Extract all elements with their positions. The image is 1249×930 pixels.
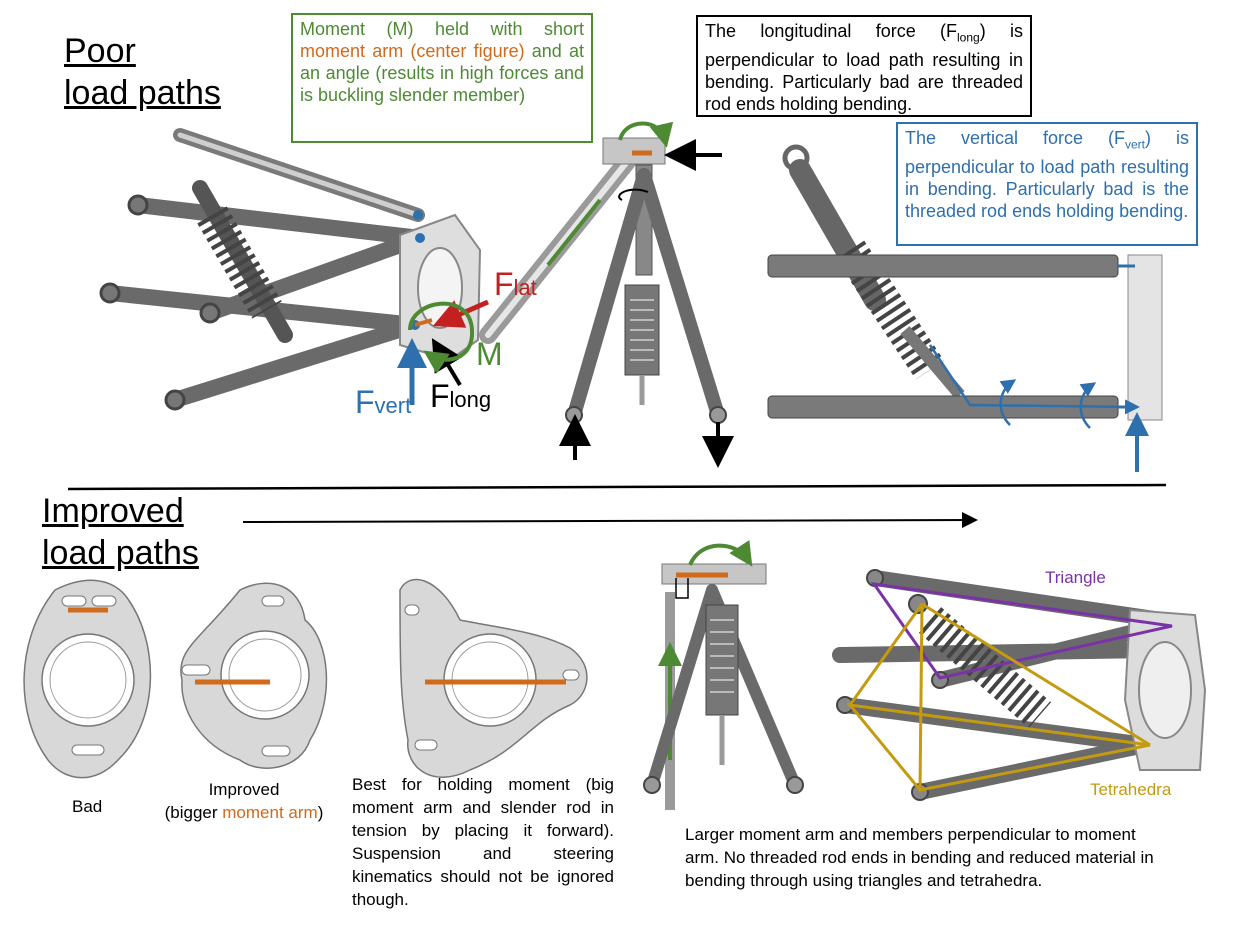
triangle-outline bbox=[870, 582, 1173, 680]
moment-arc-icon bbox=[408, 301, 475, 374]
poor-heading-line1: Poor bbox=[64, 32, 136, 70]
poor-right-side-view bbox=[767, 144, 1163, 472]
poor-heading: Poor load paths bbox=[64, 30, 221, 114]
upright-best bbox=[399, 578, 588, 778]
note-vertical-sub: vert bbox=[1125, 137, 1146, 152]
note-longitudinal-sub: long bbox=[957, 30, 980, 45]
tetrahedra-outline bbox=[846, 602, 1151, 792]
progression-arrow bbox=[242, 512, 978, 529]
upright-improved bbox=[180, 582, 328, 769]
force-lat-sub: lat bbox=[513, 275, 537, 300]
improved-front-view bbox=[643, 540, 804, 810]
improved-heading-line1: Improved bbox=[42, 492, 184, 530]
caption-improved-prefix: (bigger bbox=[164, 803, 223, 822]
caption-improved-line1: Improved bbox=[208, 780, 280, 799]
force-long-label: Flong bbox=[430, 378, 491, 415]
note-moment-text2: and at an angle (results in high forces … bbox=[300, 41, 584, 105]
moment-label: M bbox=[476, 336, 503, 372]
note-vertical-text1: The vertical force (F bbox=[905, 128, 1125, 148]
note-longitudinal: The longitudinal force (Flong) is perpen… bbox=[696, 15, 1032, 117]
force-long-main: F bbox=[430, 378, 450, 414]
force-vert-main: F bbox=[355, 384, 375, 420]
triangle-label: Triangle bbox=[1045, 568, 1106, 587]
improved-heading-line2: load paths bbox=[42, 534, 199, 572]
force-vert-sub: vert bbox=[374, 393, 412, 418]
poor-left-suspension bbox=[99, 128, 482, 411]
poor-heading-line2: load paths bbox=[64, 74, 221, 112]
note-longitudinal-text2: ) is perpendicular to load path resultin… bbox=[705, 21, 1023, 114]
section-divider bbox=[67, 483, 1167, 491]
tetrahedra-label: Tetrahedra bbox=[1090, 780, 1172, 799]
caption-improved: Improved (bigger moment arm) bbox=[148, 778, 340, 824]
note-moment-text1: Moment (M) held with short bbox=[300, 19, 584, 39]
caption-best: Best for holding moment (big moment arm … bbox=[352, 775, 614, 909]
caption-improved-suffix: ) bbox=[317, 803, 324, 822]
note-vertical: The vertical force (Fvert) is perpendicu… bbox=[896, 122, 1198, 246]
improved-heading: Improved load paths bbox=[42, 490, 199, 574]
upright-bad bbox=[23, 579, 152, 779]
note-moment: Moment (M) held with short moment arm (c… bbox=[291, 13, 593, 143]
caption-larger: Larger moment arm and members perpendicu… bbox=[685, 825, 1154, 890]
note-longitudinal-text1: The longitudinal force (F bbox=[705, 21, 957, 41]
note-moment-highlight: moment arm (center figure) bbox=[300, 41, 525, 61]
caption-bad: Bad bbox=[72, 797, 103, 816]
force-vert-label: Fvert bbox=[355, 384, 411, 421]
caption-improved-highlight: moment arm bbox=[222, 803, 318, 822]
note-vertical-text2: ) is perpendicular to load path resultin… bbox=[905, 128, 1189, 221]
poor-center-front-view bbox=[479, 121, 734, 468]
force-lat-main: F bbox=[494, 266, 514, 302]
force-lat-label: Flat bbox=[494, 266, 537, 303]
force-long-sub: long bbox=[449, 387, 492, 412]
